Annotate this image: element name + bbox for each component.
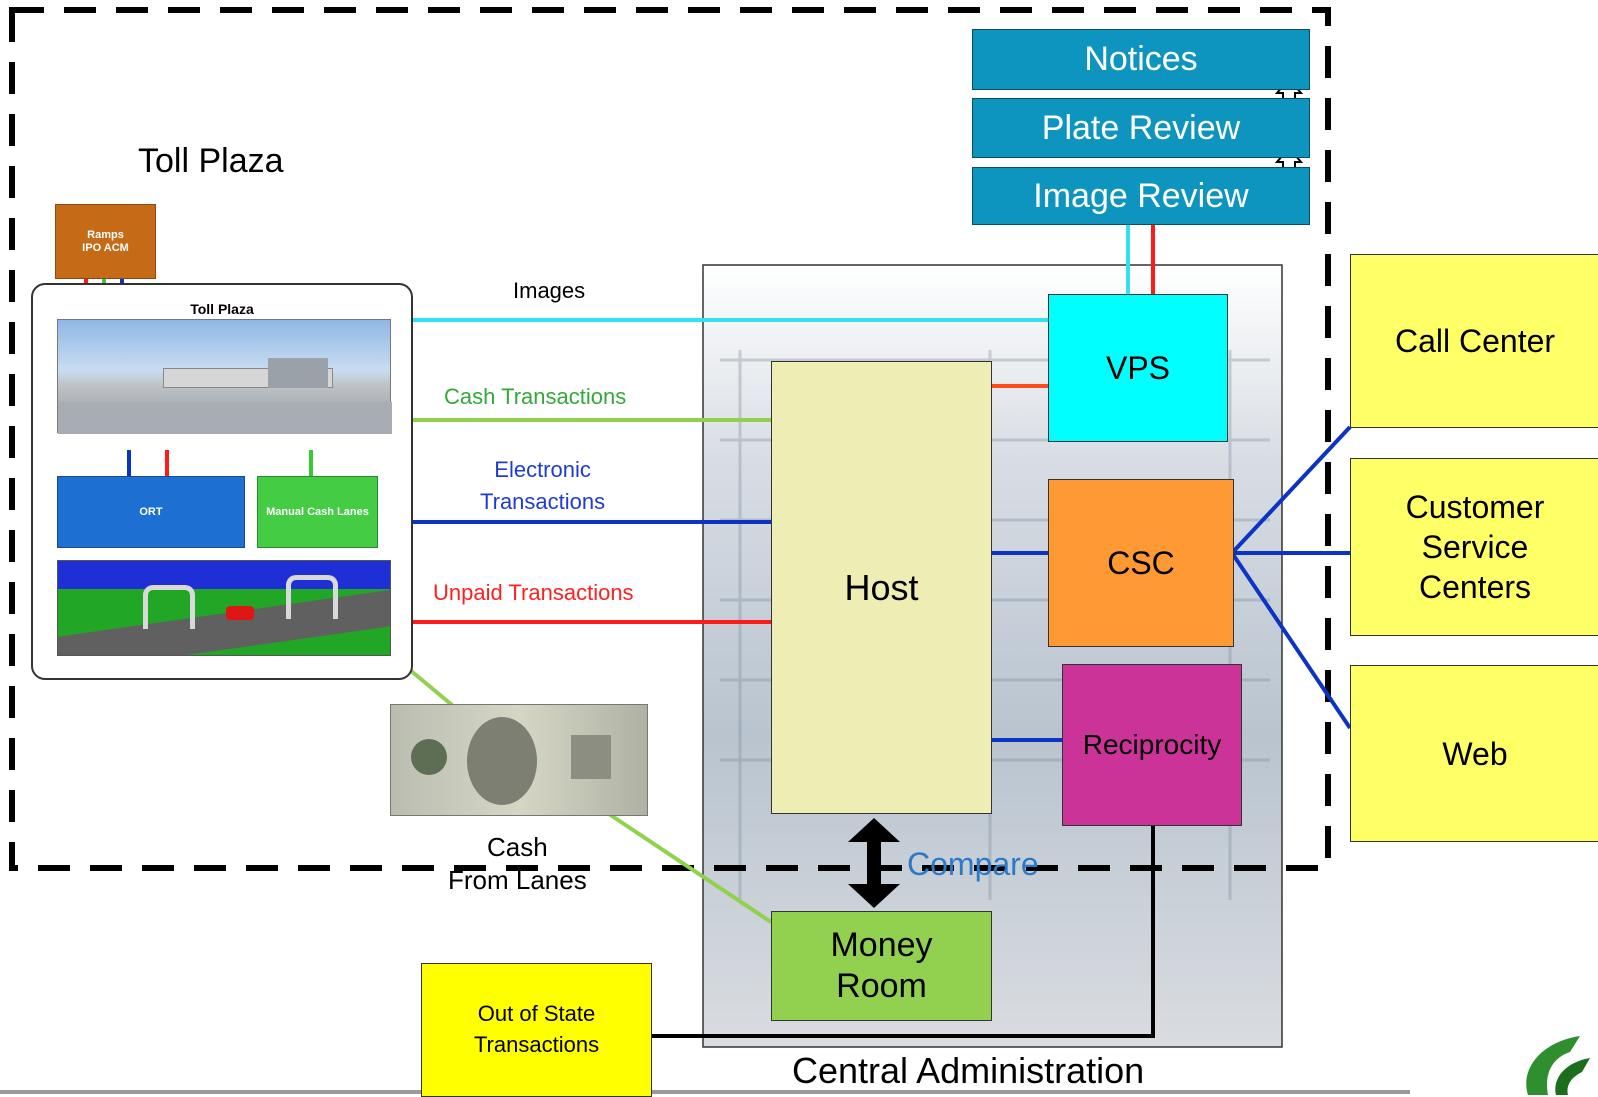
host-box: Host [771,361,992,814]
toll-plaza-region-border [9,7,1331,871]
logo-mark [1526,1036,1590,1095]
cash-bill-image [390,704,648,816]
cash-from-lanes-label: Cash From Lanes [448,832,587,895]
cash-transactions-label: Cash Transactions [444,384,627,409]
notices-box: Notices [972,29,1310,90]
web-box: Web [1350,665,1598,842]
reciprocity-box: Reciprocity [1062,664,1242,826]
compare-arrow [848,818,900,908]
ramps-box: Ramps IPO ACM [55,204,156,279]
ort-gantry-render [57,560,391,656]
customer-service-centers-box: Customer Service Centers [1350,458,1598,636]
ort-connector-blue [127,450,131,476]
gantry-1 [143,585,195,629]
image-review-box: Image Review [972,167,1310,225]
manual-cash-lanes-box: Manual Cash Lanes [257,476,378,548]
images-label: Images [513,278,586,303]
manual-connector-green [309,450,313,476]
call-center-box: Call Center [1350,254,1598,428]
compare-label: Compare [907,846,1039,882]
electronic-transactions-label: Electronic Transactions [480,457,606,514]
render-car [226,606,254,620]
bill-numeral [571,735,611,779]
render-road [58,586,390,655]
plate-review-box: Plate Review [972,98,1310,158]
ort-box: ORT [57,476,245,548]
vps-box: VPS [1048,294,1228,442]
bill-seal [411,739,447,775]
toll-plaza-card-title: Toll Plaza [190,301,254,317]
bill-portrait [467,717,537,805]
central-administration-label: Central Administration [792,1050,1145,1091]
road-lanes [58,402,392,434]
toll-plaza-card: Toll Plaza ORT Manual Cash Lanes [31,283,413,680]
region-label: Toll Plaza [138,142,284,180]
unpaid-transactions-label: Unpaid Transactions [433,580,634,605]
gantry-2 [286,575,338,619]
money-room-box: Money Room [771,911,992,1021]
out-of-state-box: Out of State Transactions [421,963,652,1097]
ort-connector-red [165,450,169,476]
csc-box: CSC [1048,479,1234,647]
toll-booth-building [268,358,328,388]
toll-plaza-photo [57,319,392,434]
